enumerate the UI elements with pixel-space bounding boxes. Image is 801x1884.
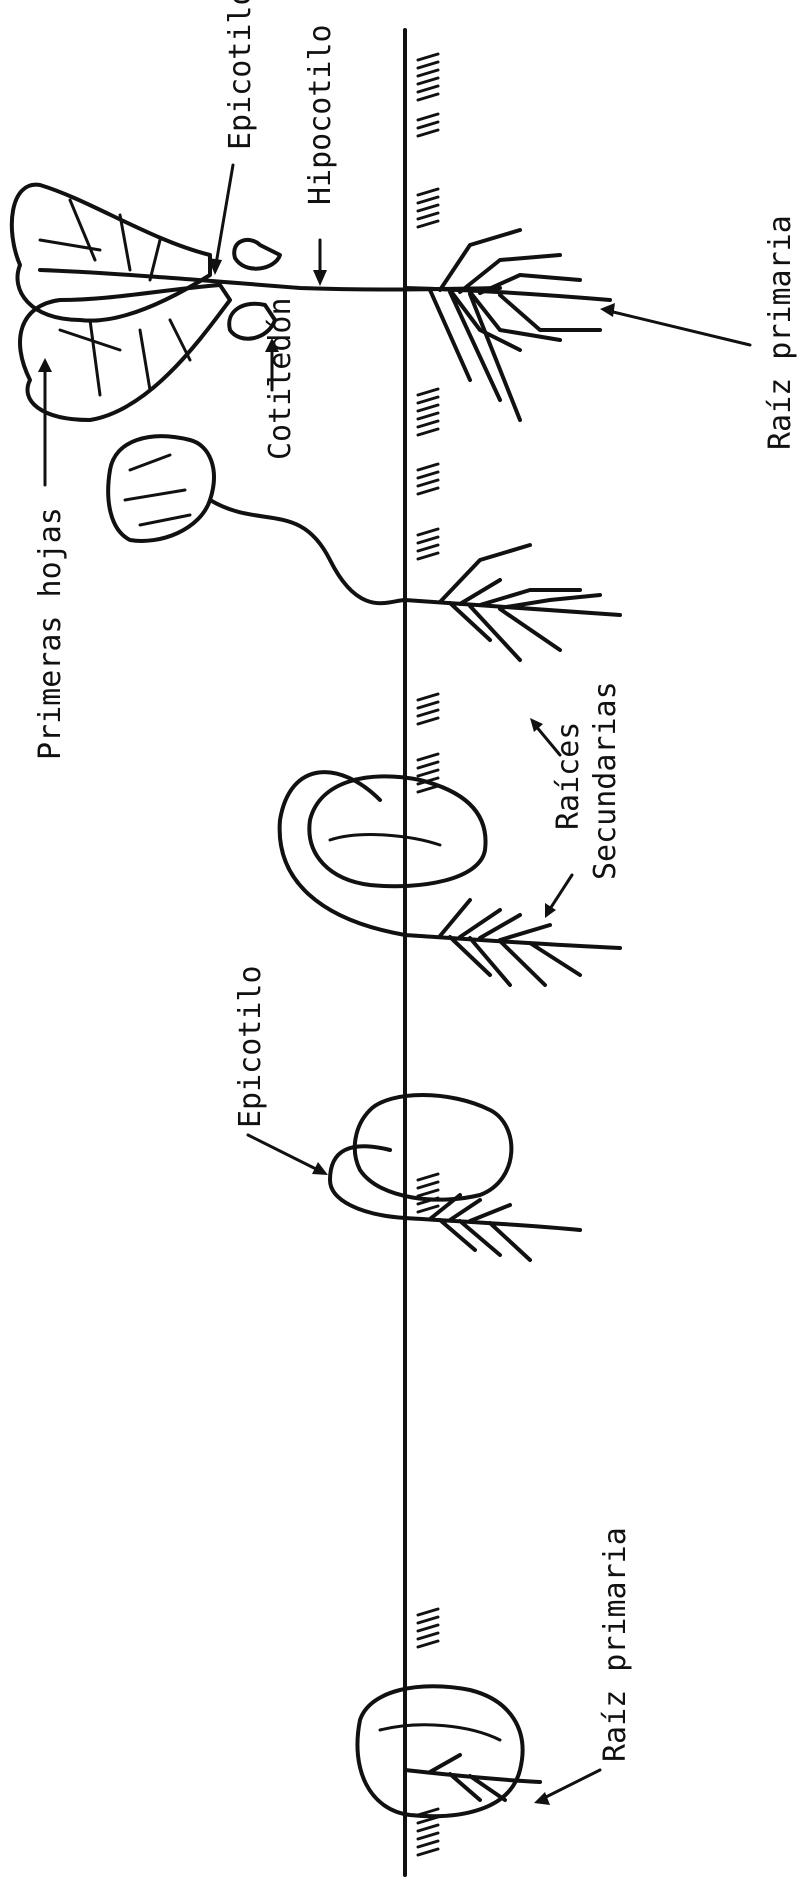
seedling-stage-1: [357, 1686, 540, 1816]
label-secundarias: Secundarias: [588, 681, 623, 880]
root-system-stage-3: [405, 900, 620, 985]
label-epicotilo-top: Epicotilo: [223, 0, 258, 150]
arrow-epicotilo-top: [215, 165, 233, 270]
arrow-raiz-primaria-top: [605, 310, 750, 345]
arrow-raiz-primaria-bottom: [540, 1770, 600, 1800]
seedling-stage-5: [12, 185, 610, 420]
seedling-stage-4: [108, 436, 620, 660]
label-primeras-hojas: Primeras hojas: [33, 507, 68, 760]
first-leaf-upper: [12, 185, 210, 321]
unfolding-leaves: [108, 436, 214, 541]
arrow-raices-secundarias-2: [548, 875, 572, 912]
root-system-stage-5: [405, 230, 610, 420]
soil-hatching: [418, 54, 438, 1855]
label-hipocotilo: Hipocotilo: [303, 24, 338, 205]
seed-stage-3: [309, 776, 485, 886]
root-system-stage-4: [405, 545, 620, 660]
stem-stage-5: [40, 270, 500, 290]
hook-stem-stage-3: [280, 772, 405, 935]
label-epicotilo-bottom: Epicotilo: [233, 965, 268, 1128]
cotyledon-upper: [234, 240, 280, 269]
root-system-stage-2: [405, 1195, 580, 1260]
label-raiz-primaria-bottom: Raíz primaria: [598, 1527, 633, 1762]
label-raiz-primaria-top: Raíz primaria: [763, 215, 798, 450]
hook-stem-stage-2: [330, 1146, 405, 1218]
arrow-epicotilo-bottom: [248, 1135, 322, 1172]
seedling-stage-2: [330, 1095, 580, 1260]
label-cotiledon: Cotiledón: [263, 297, 298, 460]
first-leaf-lower: [20, 285, 230, 420]
label-raices: Raíces: [551, 722, 586, 830]
stem-stage-4: [210, 500, 405, 603]
